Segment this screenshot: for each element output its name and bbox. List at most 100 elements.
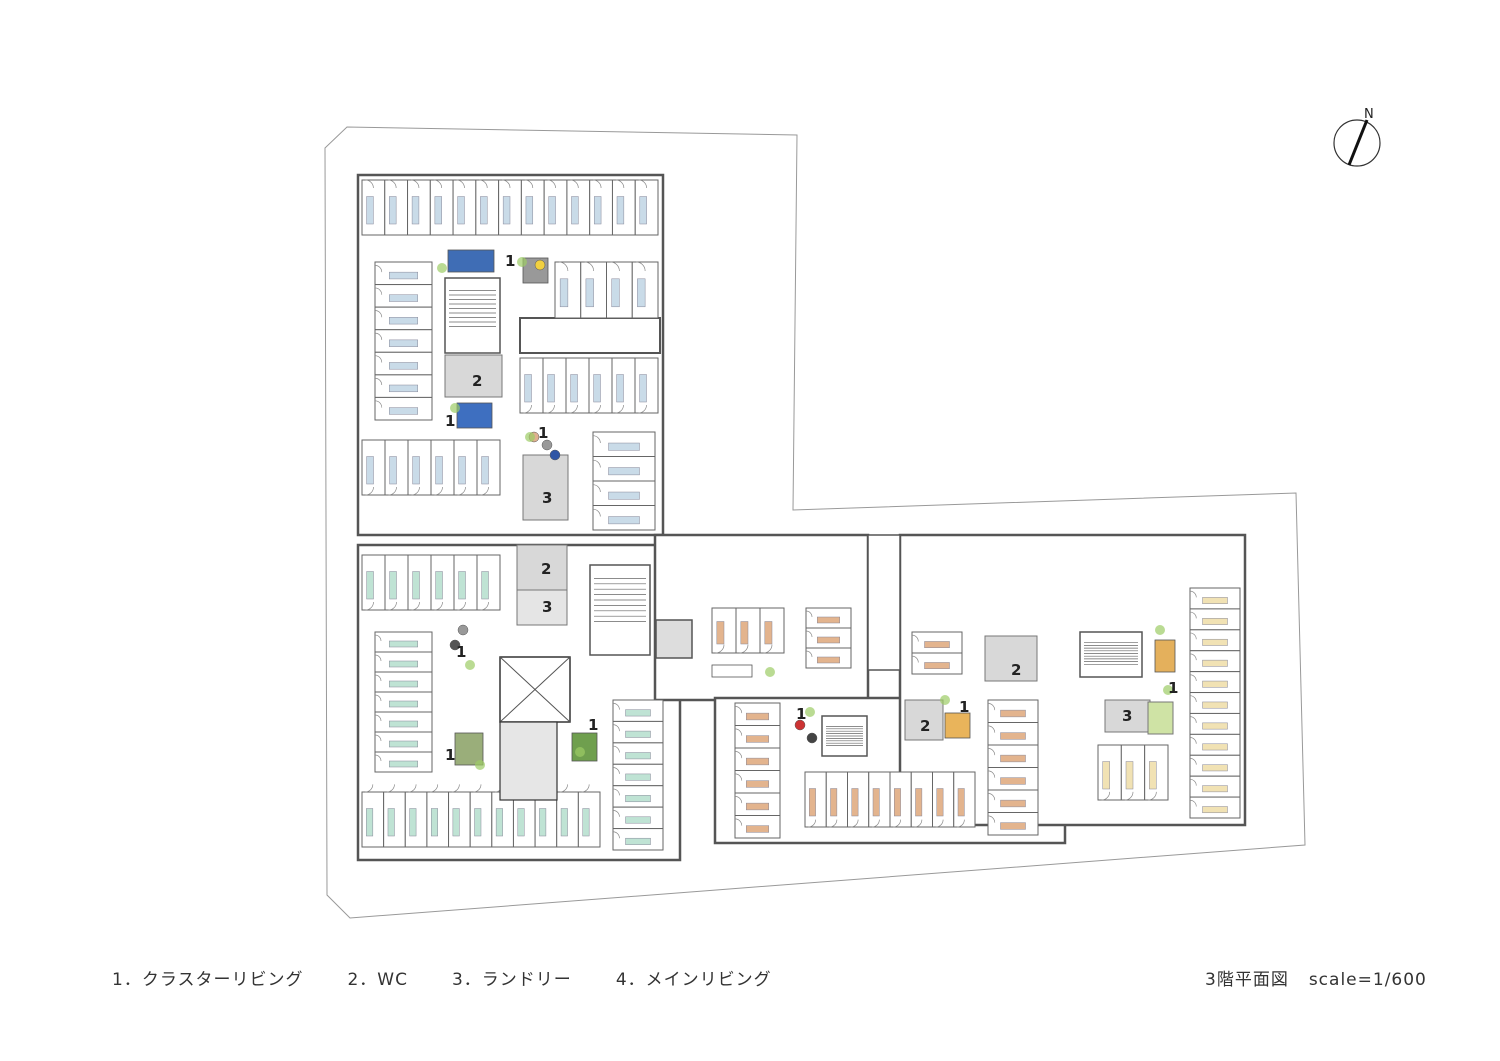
door-swing (612, 702, 620, 710)
bed (389, 384, 418, 393)
bed (481, 571, 489, 600)
plant (1163, 685, 1173, 695)
door-swing (410, 179, 420, 189)
bed (480, 196, 488, 225)
legend-item-main-living: 4．メインリビング (615, 970, 772, 990)
legend-item-wc: 2．WC (347, 970, 408, 990)
door-swing (763, 644, 773, 654)
door-swing (374, 654, 382, 662)
bed (389, 294, 418, 302)
door-swing (914, 819, 923, 828)
bed (746, 735, 769, 743)
door-swing (734, 773, 743, 781)
bed (389, 571, 397, 600)
door-swing (365, 486, 374, 496)
door-swing (911, 634, 919, 642)
plan-label-sw-laundry: 3 (542, 598, 552, 616)
bed (366, 456, 374, 485)
door-swing (1189, 695, 1197, 703)
room-row-nw-top (361, 179, 659, 236)
bed (585, 278, 594, 308)
door-swing (734, 706, 743, 714)
bed (458, 456, 466, 485)
bed (389, 407, 418, 415)
door-swing (1189, 674, 1197, 682)
plant (1155, 625, 1165, 635)
plan-label-nw-laundry: 3 (542, 489, 552, 507)
bed (1000, 799, 1026, 808)
bed (1000, 732, 1026, 740)
bed (539, 808, 547, 837)
bed (616, 374, 624, 403)
bed (570, 374, 578, 403)
furniture (454, 732, 484, 766)
bed (389, 740, 418, 748)
chair (449, 639, 461, 651)
door-swing (911, 655, 919, 663)
bed (1102, 761, 1110, 790)
furniture (711, 664, 753, 678)
bed (389, 456, 397, 485)
plan-label-east-living: 1 (1168, 679, 1178, 697)
room-row-nw-right-top (554, 261, 659, 319)
door-swing (592, 435, 601, 444)
bed (411, 196, 420, 225)
bed (389, 271, 418, 280)
stair-box (589, 564, 651, 656)
door-swing (638, 404, 647, 414)
door-swing (805, 610, 813, 618)
door-swing (374, 714, 382, 722)
bed (817, 636, 840, 644)
furniture (447, 249, 495, 273)
room-row-nw-right-col (592, 431, 656, 531)
bed (608, 491, 640, 500)
door-swing (457, 486, 466, 496)
bed (1000, 777, 1026, 785)
bed (366, 196, 374, 225)
bed (872, 788, 880, 817)
legend-item-cluster-living: 1．クラスターリビング (112, 970, 304, 990)
room-row-east (1189, 587, 1241, 819)
plant (437, 263, 447, 273)
door-swing (388, 601, 397, 611)
stair-center (589, 564, 651, 656)
bed (430, 808, 438, 837)
bed (481, 456, 489, 485)
door-swing (593, 179, 602, 189)
door-swing (734, 818, 743, 826)
stair-east (1079, 631, 1143, 678)
bed (746, 757, 769, 766)
bed (616, 196, 625, 225)
door-swing (434, 486, 443, 496)
bed (389, 362, 418, 370)
bed (389, 680, 418, 688)
bed (637, 278, 646, 308)
door-swing (612, 831, 620, 839)
bed (1202, 680, 1228, 688)
stair-nw (444, 277, 501, 354)
door-swing (734, 751, 743, 759)
scale-text: scale=1/600 (1308, 970, 1427, 990)
door-swing (615, 404, 624, 414)
bed (389, 317, 418, 325)
door-swing (612, 745, 620, 753)
chair (534, 259, 546, 271)
door-swing (374, 332, 383, 340)
furniture (456, 402, 493, 429)
bed (625, 795, 651, 803)
chair (457, 624, 469, 636)
bed (809, 788, 816, 817)
door-swing (374, 377, 383, 386)
door-swing (987, 703, 996, 711)
door-swing (1189, 590, 1197, 598)
door-swing (1189, 799, 1197, 807)
door-swing (430, 784, 439, 793)
bed (1000, 709, 1026, 718)
room-row-nw-left (374, 261, 433, 421)
door-swing (987, 793, 996, 801)
plan-label-mid-living: 1 (796, 705, 806, 723)
door-swing (480, 486, 489, 496)
door-swing (524, 179, 534, 189)
door-swing (433, 179, 443, 189)
courtyard-gap (867, 534, 901, 671)
